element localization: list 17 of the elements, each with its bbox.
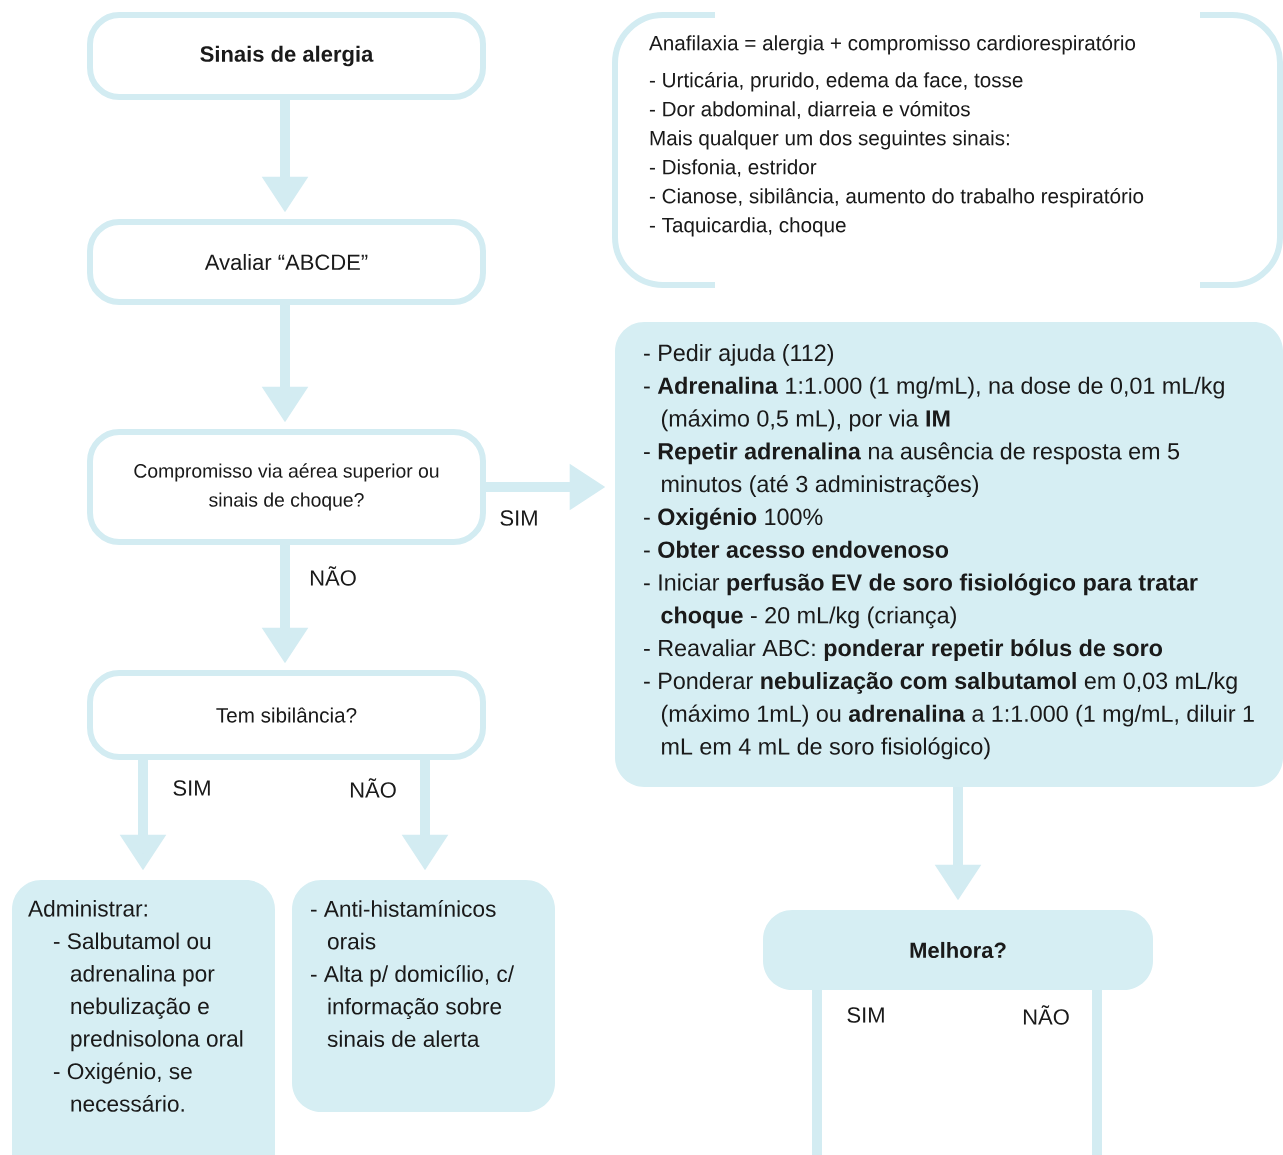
edge-label: NÃO	[310, 566, 356, 586]
decision-box: Melhora?	[763, 910, 1153, 990]
edge-label: NÃO	[350, 778, 396, 798]
edge-label: SIM	[847, 1007, 884, 1023]
action-box: Administrar: - Salbutamol ou adrenalina por nebulização e prednisolona oral - Oxigénio, se necessário.	[12, 880, 275, 1155]
connector-line	[812, 990, 822, 1155]
decision-box: Compromisso via aérea superior ou sinais de choque?	[87, 429, 486, 545]
process-box: Sinais de alergia	[87, 12, 486, 100]
process-box: Avaliar “ABCDE”	[87, 219, 486, 305]
action-box: - Anti-histamínicos orais - Alta p/ domicílio, c/ informação sobre sinais de alerta	[292, 880, 555, 1112]
bracket-box: Anafilaxia = alergia + compromisso cardiorespiratório - Urticária, prurido, edema da face, tosse - Dor abdominal, diarreia e vómitos Mais qualquer um dos seguintes sinais: - Disfonia, estridor - Cianose, sibilância, aumento do trabalho respiratório - Taquicardia, choque	[612, 12, 1283, 288]
connector-line	[1092, 990, 1102, 1155]
edge-label: SIM	[173, 780, 210, 796]
edge-label: SIM	[500, 510, 537, 526]
decision-box: Tem sibilância?	[87, 670, 486, 760]
edge-label: NÃO	[1023, 1005, 1069, 1025]
action-box: - Pedir ajuda (112) - Adrenalina 1:1.000 (1 mg/mL), na dose de 0,01 mL/kg (máximo 0,5 mL), por via IM - Repetir adrenalina na ausência de resposta em 5 minutos (até 3 administrações) - Oxigénio 100% - Obter acesso endovenoso - Iniciar perfusão EV de soro fisiológico para tratar choque - 20 mL/kg (criança) - Reavaliar ABC: ponderar repetir bólus de soro - Ponderar nebulização com salbutamol em 0,03 mL/kg (máximo 1mL) ou adrenalina a 1:1.000 (1 mg/mL, diluir 1 mL em 4 mL de soro fisiológico)	[615, 322, 1283, 787]
